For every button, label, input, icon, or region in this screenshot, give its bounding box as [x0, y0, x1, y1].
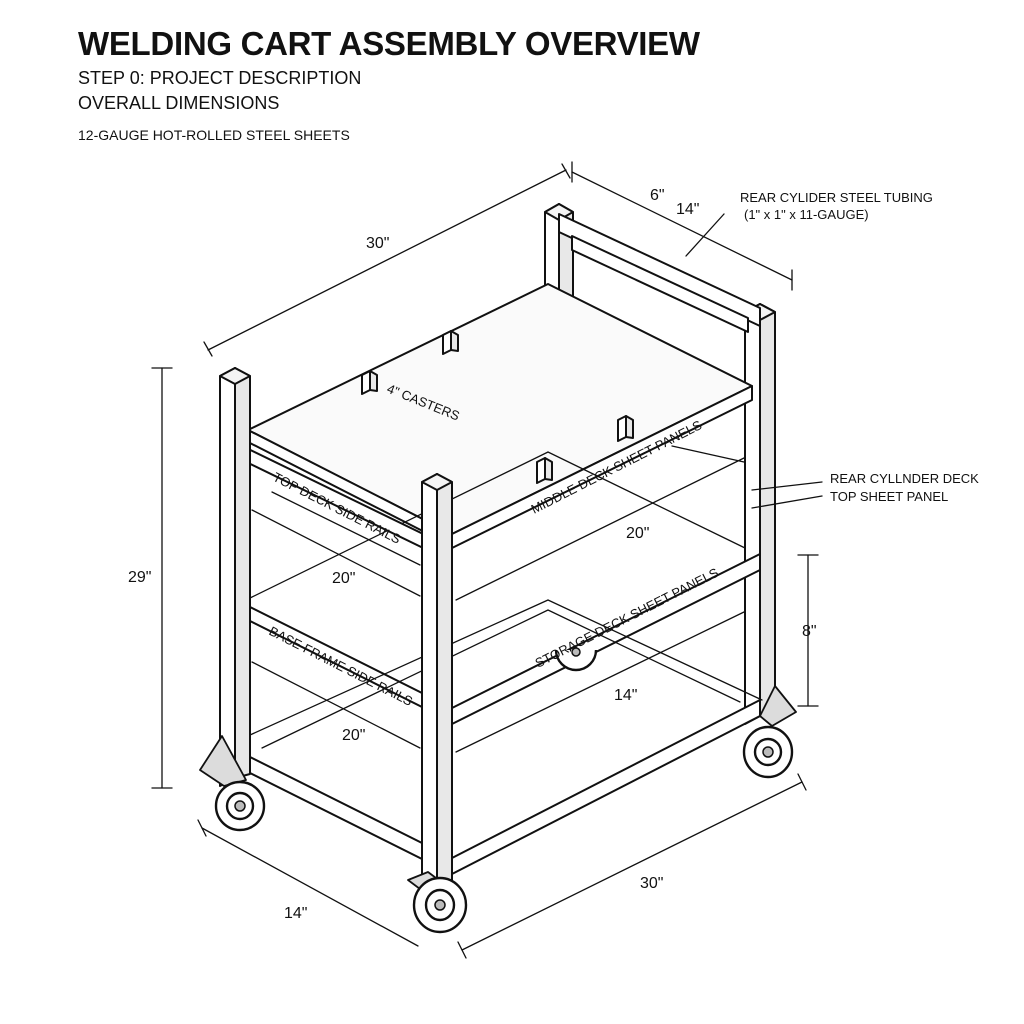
callout-storage-deck-panels: STORAGE DECK SHEET PANELS — [533, 565, 722, 671]
dim-top-inner-width — [251, 509, 421, 597]
rear-top-rail — [558, 213, 761, 333]
dim-label-bottom-length: 30" — [640, 875, 663, 892]
dim-rear-depth — [571, 161, 793, 291]
material-note: 12-GAUGE HOT-ROLLED STEEL SHEETS — [78, 127, 350, 143]
callout-rear-deck-2: TOP SHEET PANEL — [830, 489, 948, 504]
dim-label-middle-width: 20" — [626, 525, 649, 542]
rear-right-post — [744, 303, 776, 725]
dim-label-rear-offset: 6" — [650, 187, 665, 204]
callout-rear-deck-1: REAR CYLLNDER DECK — [830, 471, 979, 486]
peg — [617, 415, 634, 442]
peg — [442, 330, 459, 355]
dim-label-height: 29" — [128, 569, 151, 586]
dim-label-bottom-depth: 14" — [284, 905, 307, 922]
header: WELDING CART ASSEMBLY OVERVIEW STEP 0: P… — [78, 22, 978, 144]
dim-storage-depth — [455, 611, 745, 753]
dim-label-base-inner-width: 20" — [342, 727, 365, 744]
dim-label-storage-depth: 14" — [614, 687, 637, 704]
caster-front-left — [199, 735, 266, 832]
page-title: WELDING CART ASSEMBLY OVERVIEW — [78, 25, 700, 62]
dim-bottom-length — [457, 773, 807, 959]
rear-deck-leaders — [671, 445, 823, 509]
overall-dimensions-heading: OVERALL DIMENSIONS — [78, 93, 280, 113]
dim-label-storage-height: 8" — [802, 623, 817, 640]
dim-middle-width — [455, 457, 745, 601]
dim-top-length — [203, 163, 571, 357]
top-deck — [247, 283, 753, 549]
callout-rear-tubing-1: REAR CYLIDER STEEL TUBING — [740, 190, 933, 205]
caster-front-right — [407, 871, 468, 934]
callout-rear-tubing-2: (1" x 1" x 11-GAUGE) — [744, 207, 869, 222]
dim-height — [151, 367, 173, 789]
dim-storage-height — [797, 554, 819, 707]
front-right-post — [421, 473, 453, 893]
dim-bottom-depth — [197, 819, 419, 947]
deck-pegs — [361, 330, 634, 484]
front-left-post — [219, 367, 251, 787]
dim-label-top-length: 30" — [366, 235, 389, 252]
dim-base-inner-width — [251, 661, 421, 749]
peg — [536, 457, 553, 484]
callout-base-frame-rails: BASE FRAME SIDE RAILS — [267, 623, 416, 709]
step-heading: STEP 0: PROJECT DESCRIPTION — [78, 68, 362, 88]
peg — [361, 370, 378, 395]
dim-label-top-inner-width: 20" — [332, 570, 355, 587]
caster-rear-right — [742, 685, 797, 779]
dim-label-rear-depth: 14" — [676, 201, 699, 218]
caster-rear-middle — [554, 647, 598, 672]
